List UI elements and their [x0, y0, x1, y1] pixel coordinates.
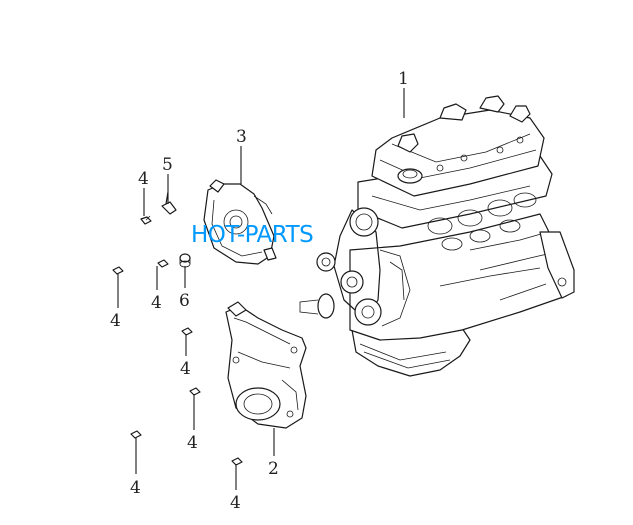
bolt-center-1-drawing: [181, 327, 193, 336]
bolt-bottom-left-drawing: [130, 430, 142, 439]
lower-timing-cover-drawing: [225, 301, 307, 429]
bolt-center-2-drawing: [189, 387, 201, 396]
watermark-text: HOT-PARTS: [191, 222, 314, 248]
callout-4-bottom-left: 4: [130, 478, 141, 498]
callout-6: 6: [179, 291, 190, 311]
callout-4-center-2: 4: [187, 433, 198, 453]
bolt-bottom-center-drawing: [231, 457, 243, 466]
bracket-drawing: [161, 191, 177, 215]
upper-timing-cover-drawing: [203, 179, 277, 265]
bolt-left-drawing: [112, 266, 124, 275]
callout-4-left: 4: [110, 311, 121, 331]
callouts: 1 2 3 4 5 4 4 6 4 4 4 4: [110, 69, 409, 513]
bolts: [112, 215, 243, 466]
bolt-top-left-drawing: [140, 215, 152, 225]
callout-5: 5: [162, 155, 173, 175]
callout-4-center-1: 4: [180, 359, 191, 379]
callout-3: 3: [236, 127, 247, 147]
callout-1: 1: [398, 69, 409, 89]
engine-block-drawing: [299, 95, 575, 377]
bolt-mid-left-drawing: [157, 259, 169, 268]
callout-2: 2: [268, 459, 279, 479]
grommet-drawing: [179, 253, 191, 268]
callout-4-mid-left: 4: [151, 293, 162, 313]
callout-4-bottom-center: 4: [230, 493, 241, 513]
callout-4-top-left: 4: [138, 169, 149, 189]
